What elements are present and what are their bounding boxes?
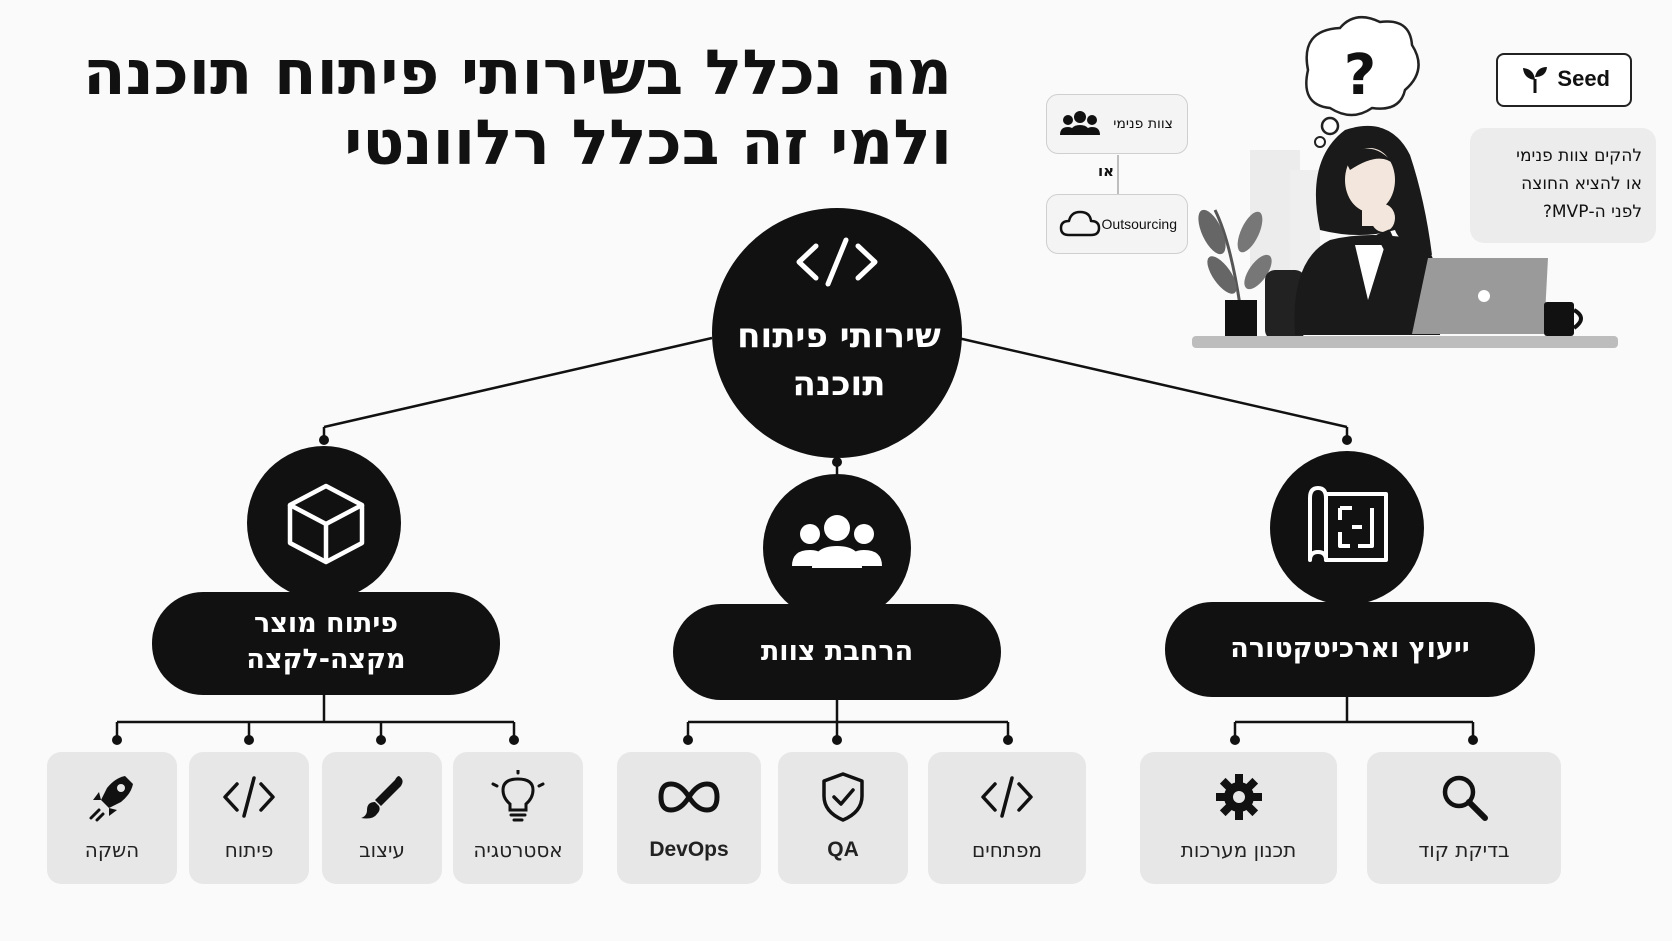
inhouse-chip: צוות פנימי (1046, 94, 1188, 154)
root-label-line-1: שירותי פיתוח (737, 316, 941, 356)
connector-root-product (323, 336, 713, 429)
consult-pill (1165, 602, 1535, 697)
bubble-text: להקים צוות פנימי או להציא החוצה לפני ה-M… (1516, 142, 1642, 226)
code-icon (928, 770, 1086, 824)
leaf-devops[interactable]: DevOps (617, 752, 761, 884)
leaf-qa[interactable]: QA (778, 752, 908, 884)
outsourcing-label: Outsourcing (1101, 216, 1177, 232)
or-label: או (1098, 162, 1115, 180)
bubble-line-3: לפני ה-MVP? (1542, 202, 1642, 222)
leaf-code-review[interactable]: בדיקת קוד (1367, 752, 1561, 884)
leaf-code-review-label: בדיקת קוד (1418, 838, 1510, 862)
inhouse-label: צוות פנימי (1113, 116, 1173, 132)
leaf-strategy-label: אסטרטגיה (473, 838, 563, 862)
blueprint-icon (1308, 486, 1388, 562)
gear-icon (1140, 770, 1337, 824)
leaf-launch-label: השקה (84, 838, 140, 862)
cube-icon (287, 483, 365, 565)
title-line-2: ולמי זה בכלל רלוונטי (344, 106, 952, 179)
team-small-icon (1059, 105, 1101, 143)
connector-consult-leaves (1233, 692, 1475, 740)
connector-team-leaves (686, 692, 1010, 740)
root-code-icon (796, 237, 878, 287)
root-label: שירותי פיתוח תוכנה (720, 312, 958, 408)
person-illustration (1192, 15, 1618, 348)
sprout-icon (1523, 67, 1547, 93)
bubble-line-1: להקים צוות פנימי (1516, 146, 1642, 166)
speech-bubble: להקים צוות פנימי או להציא החוצה לפני ה-M… (1470, 128, 1656, 243)
team-pill (673, 604, 1001, 700)
connector-product-leaves (115, 692, 516, 740)
shield-check-icon (778, 770, 908, 824)
lightbulb-icon (453, 770, 583, 824)
connectors (115, 336, 1475, 740)
leaf-system-design[interactable]: תכנון מערכות (1140, 752, 1337, 884)
root-node (712, 208, 962, 458)
title-line-1: מה נכלל בשירותי פיתוח תוכנה (82, 36, 952, 109)
leaf-development-label: פיתוח (224, 838, 274, 862)
product-label: פיתוח מוצר מקצה-לקצה (152, 606, 500, 678)
leaf-devops-label: DevOps (649, 838, 729, 861)
product-label-line-1: פיתוח מוצר (253, 608, 399, 639)
seed-label: Seed (1557, 66, 1610, 91)
consult-label: ייעוץ וארכיטקטורה (1230, 633, 1470, 664)
leaf-developers[interactable]: מפתחים (928, 752, 1086, 884)
page-title: מה נכלל בשירותי פיתוח תוכנה ולמי זה בכלל… (52, 38, 952, 178)
leaf-qa-label: QA (827, 838, 859, 861)
magnifier-icon (1367, 770, 1561, 824)
leaf-design[interactable]: עיצוב (322, 752, 442, 884)
consult-circle (1270, 451, 1424, 605)
seed-badge: Seed (1496, 53, 1632, 107)
team-icon (792, 515, 882, 568)
connector-root-consult (957, 336, 1348, 429)
bubble-line-2: או להציא החוצה (1521, 174, 1642, 194)
leaf-launch[interactable]: השקה (47, 752, 177, 884)
leaf-design-label: עיצוב (359, 838, 405, 862)
team-label: הרחבת צוות (760, 636, 914, 667)
product-pill (152, 592, 500, 695)
brush-icon (322, 770, 442, 824)
root-label-line-2: תוכנה (792, 364, 886, 404)
leaf-development[interactable]: פיתוח (189, 752, 309, 884)
product-label-line-2: מקצה-לקצה (246, 644, 406, 675)
connector-dots (112, 435, 1478, 745)
leaf-developers-label: מפתחים (971, 838, 1043, 862)
code-icon (189, 770, 309, 824)
rocket-icon (47, 770, 177, 824)
leaf-system-design-label: תכנון מערכות (1180, 838, 1297, 862)
question-mark: ? (1344, 43, 1376, 108)
leaf-strategy[interactable]: אסטרטגיה (453, 752, 583, 884)
infinity-icon (617, 770, 761, 824)
cloud-icon (1059, 205, 1101, 243)
outsourcing-chip: Outsourcing (1046, 194, 1188, 254)
